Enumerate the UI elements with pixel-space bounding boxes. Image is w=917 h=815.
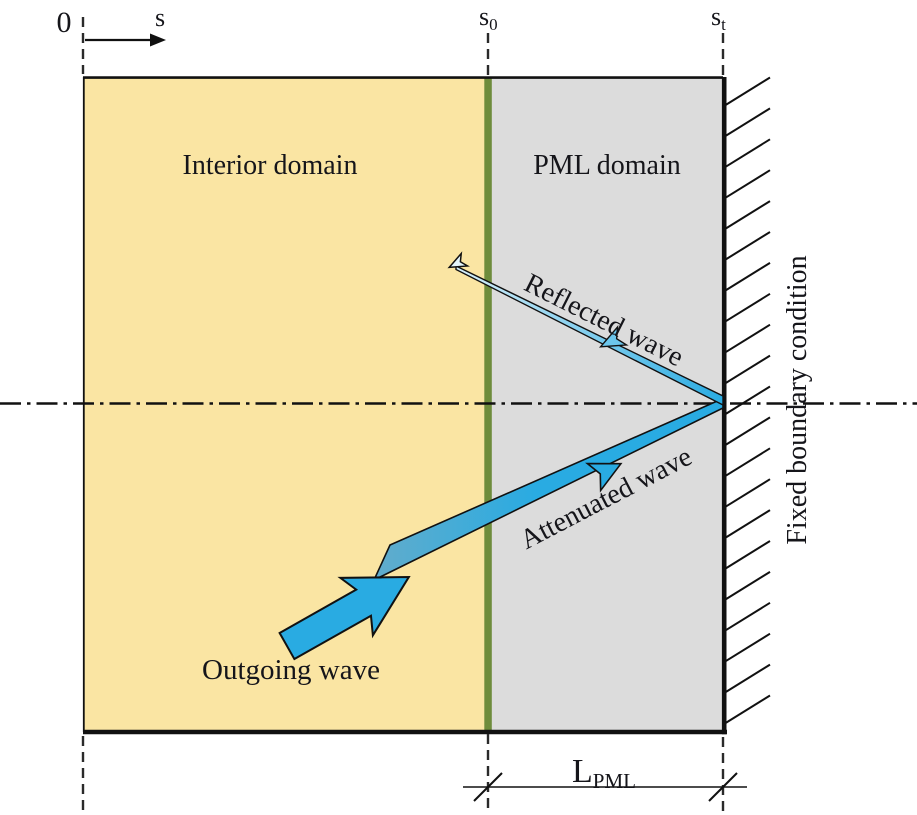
hatch-line <box>723 663 771 694</box>
lpml-label: LPML <box>572 753 636 793</box>
axis-s-label: s <box>155 3 165 32</box>
lpml-label-sub: PML <box>593 769 636 793</box>
reflected-wave-band <box>455 264 724 407</box>
hatch-line <box>723 571 771 602</box>
hatch-line <box>723 354 771 385</box>
dimension-tick-left <box>473 772 503 802</box>
reflected-wave-tip <box>447 251 470 269</box>
hatch-line <box>723 76 771 107</box>
hatch-line <box>723 107 771 138</box>
hatch-line <box>723 540 771 571</box>
attenuated-wave-band <box>372 397 724 582</box>
hatch-line <box>723 262 771 293</box>
hatch-line <box>723 447 771 478</box>
fixed-boundary-hatching <box>723 76 771 725</box>
st-label-main: s <box>711 2 721 31</box>
hatch-line <box>723 385 771 416</box>
interior-domain-label: Interior domain <box>183 150 358 181</box>
attenuated-wave-arrowhead <box>585 462 623 493</box>
reflected-wave-arrowhead <box>598 325 629 348</box>
fixed-boundary-label: Fixed boundary condition <box>782 255 813 544</box>
hatch-line <box>723 231 771 262</box>
hatch-line <box>723 509 771 540</box>
s0-label-main: s <box>479 2 489 31</box>
hatch-line <box>723 478 771 509</box>
hatch-line <box>723 200 771 231</box>
hatch-line <box>723 323 771 355</box>
hatch-line <box>723 694 771 725</box>
st-label: st <box>711 2 726 34</box>
s0-label-sub: 0 <box>489 15 498 34</box>
outgoing-wave-label: Outgoing wave <box>202 654 380 686</box>
hatch-line <box>723 138 771 169</box>
outgoing-wave-arrow <box>278 576 411 661</box>
lpml-label-main: L <box>572 753 593 790</box>
st-label-sub: t <box>721 15 726 34</box>
pml-domain-label: PML domain <box>533 150 681 181</box>
hatch-line <box>723 601 771 633</box>
hatch-line <box>723 416 771 447</box>
hatch-line <box>723 169 771 200</box>
hatch-line <box>723 632 771 664</box>
dimension-tick-right <box>708 772 738 802</box>
axis-arrow-head <box>150 33 166 47</box>
origin-label: 0 <box>57 6 72 39</box>
hatch-line <box>723 292 771 324</box>
s0-label: s0 <box>479 2 498 34</box>
